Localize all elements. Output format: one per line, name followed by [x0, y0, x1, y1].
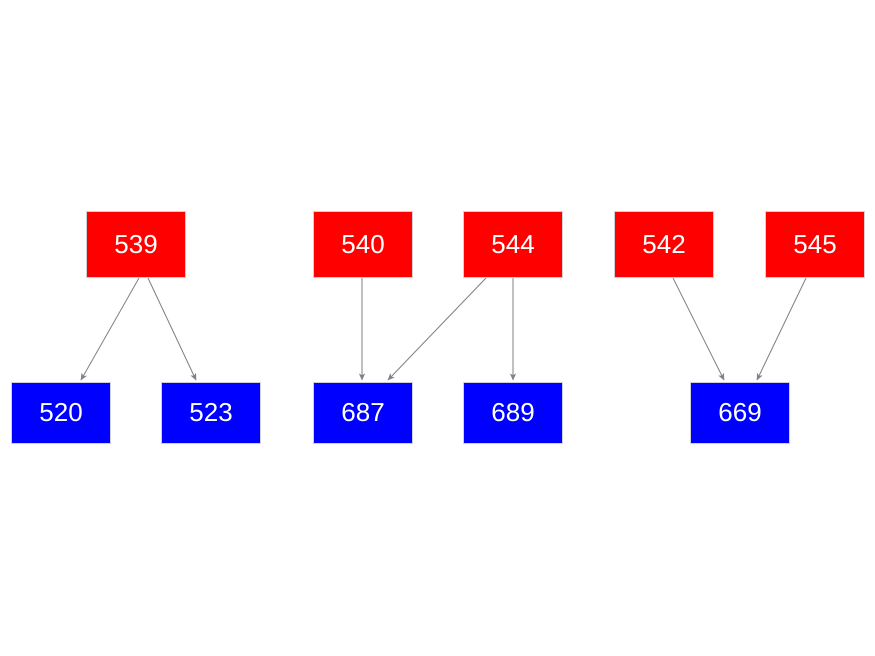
node-540[interactable]: 540: [313, 211, 413, 278]
node-label: 689: [491, 397, 535, 427]
node-label: 544: [491, 228, 535, 259]
edge-539-to-523: [147, 277, 197, 381]
node-520[interactable]: 520: [11, 382, 111, 444]
edge-539-to-520: [80, 277, 140, 381]
node-label: 669: [718, 397, 762, 427]
node-669[interactable]: 669: [690, 382, 790, 444]
node-687[interactable]: 687: [313, 382, 413, 444]
edge-545-to-669: [756, 277, 807, 381]
node-label: 542: [642, 228, 686, 259]
node-545[interactable]: 545: [765, 211, 865, 278]
edge-544-to-687: [387, 277, 487, 381]
node-544[interactable]: 544: [463, 211, 563, 278]
node-523[interactable]: 523: [161, 382, 261, 444]
node-label: 523: [189, 397, 233, 427]
node-label: 539: [114, 228, 158, 259]
node-label: 687: [341, 397, 385, 427]
node-label: 545: [793, 228, 837, 259]
node-label: 540: [341, 228, 385, 259]
node-542[interactable]: 542: [614, 211, 714, 278]
edge-group: [80, 277, 807, 381]
node-label: 520: [39, 397, 83, 427]
node-539[interactable]: 539: [86, 211, 186, 278]
edge-542-to-669: [672, 277, 725, 381]
node-689[interactable]: 689: [463, 382, 563, 444]
